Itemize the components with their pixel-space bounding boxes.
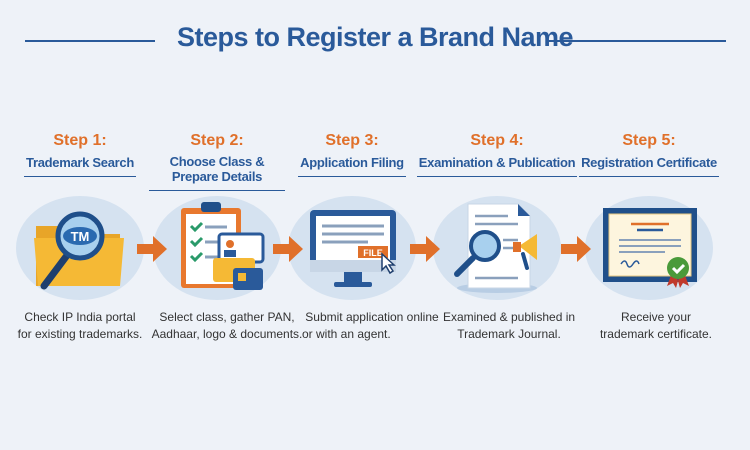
step-2-header: Step 2: Choose Class & Prepare Details (137, 132, 297, 191)
tm-text: TM (71, 229, 90, 244)
step-3-description: Submit application online or with an agen… (292, 309, 452, 343)
arrow-right-icon (137, 236, 167, 262)
step-5-description: Receive your trademark certificate. (576, 309, 736, 343)
description-line: Aadhaar, logo & documents. (151, 327, 303, 341)
description-line: Check IP India portal (24, 310, 136, 324)
step-number: Step 4: (470, 132, 524, 149)
step-name: Trademark Search (24, 155, 136, 177)
step-name: Registration Certificate (579, 155, 719, 177)
description-line: Receive your (620, 310, 692, 324)
description-line: Submit application online (305, 310, 439, 324)
arrow-right-icon (273, 236, 303, 262)
description-line: Select class, gather PAN, (159, 310, 295, 324)
step-4-description: Examined & published in Trademark Journal… (429, 309, 589, 343)
description-line: for existing trademarks. (17, 327, 143, 341)
step-2-description: Select class, gather PAN, Aadhaar, logo &… (147, 309, 307, 343)
step-5-header: Step 5: Registration Certificate (564, 132, 734, 177)
file-text: FILE (363, 248, 383, 258)
step-name: Examination & Publication (416, 155, 578, 177)
monitor-file-icon: FILE (310, 210, 396, 287)
title-rule-left (25, 40, 155, 42)
arrow-right-icon (410, 236, 440, 262)
page-title: Steps to Register a Brand Name (176, 22, 574, 52)
step-1-description: Check IP India portal for existing tradem… (0, 309, 160, 343)
step-number: Step 3: (325, 132, 379, 149)
title-rule-right (548, 40, 726, 42)
arrow-right-icon (561, 236, 591, 262)
step-4-header: Step 4: Examination & Publication (412, 132, 582, 177)
step-number: Step 5: (622, 132, 676, 149)
description-line: trademark certificate. (599, 327, 713, 341)
certificate-badge-icon (603, 208, 697, 288)
description-line: Examined & published in (442, 310, 576, 324)
step-number: Step 1: (53, 132, 107, 149)
step-name: Choose Class & Prepare Details (149, 154, 285, 191)
document-magnifier-megaphone-icon (454, 203, 537, 293)
folder-magnifier-tm-icon: TM (34, 211, 124, 290)
step-name: Application Filing (298, 155, 406, 177)
description-line: or with an agent. (302, 327, 391, 341)
step-number: Step 2: (190, 132, 244, 149)
step-1-header: Step 1: Trademark Search (5, 132, 155, 177)
clipboard-id-cards-icon (181, 202, 265, 290)
description-line: Trademark Journal. (457, 327, 561, 341)
step-3-header: Step 3: Application Filing (277, 132, 427, 177)
